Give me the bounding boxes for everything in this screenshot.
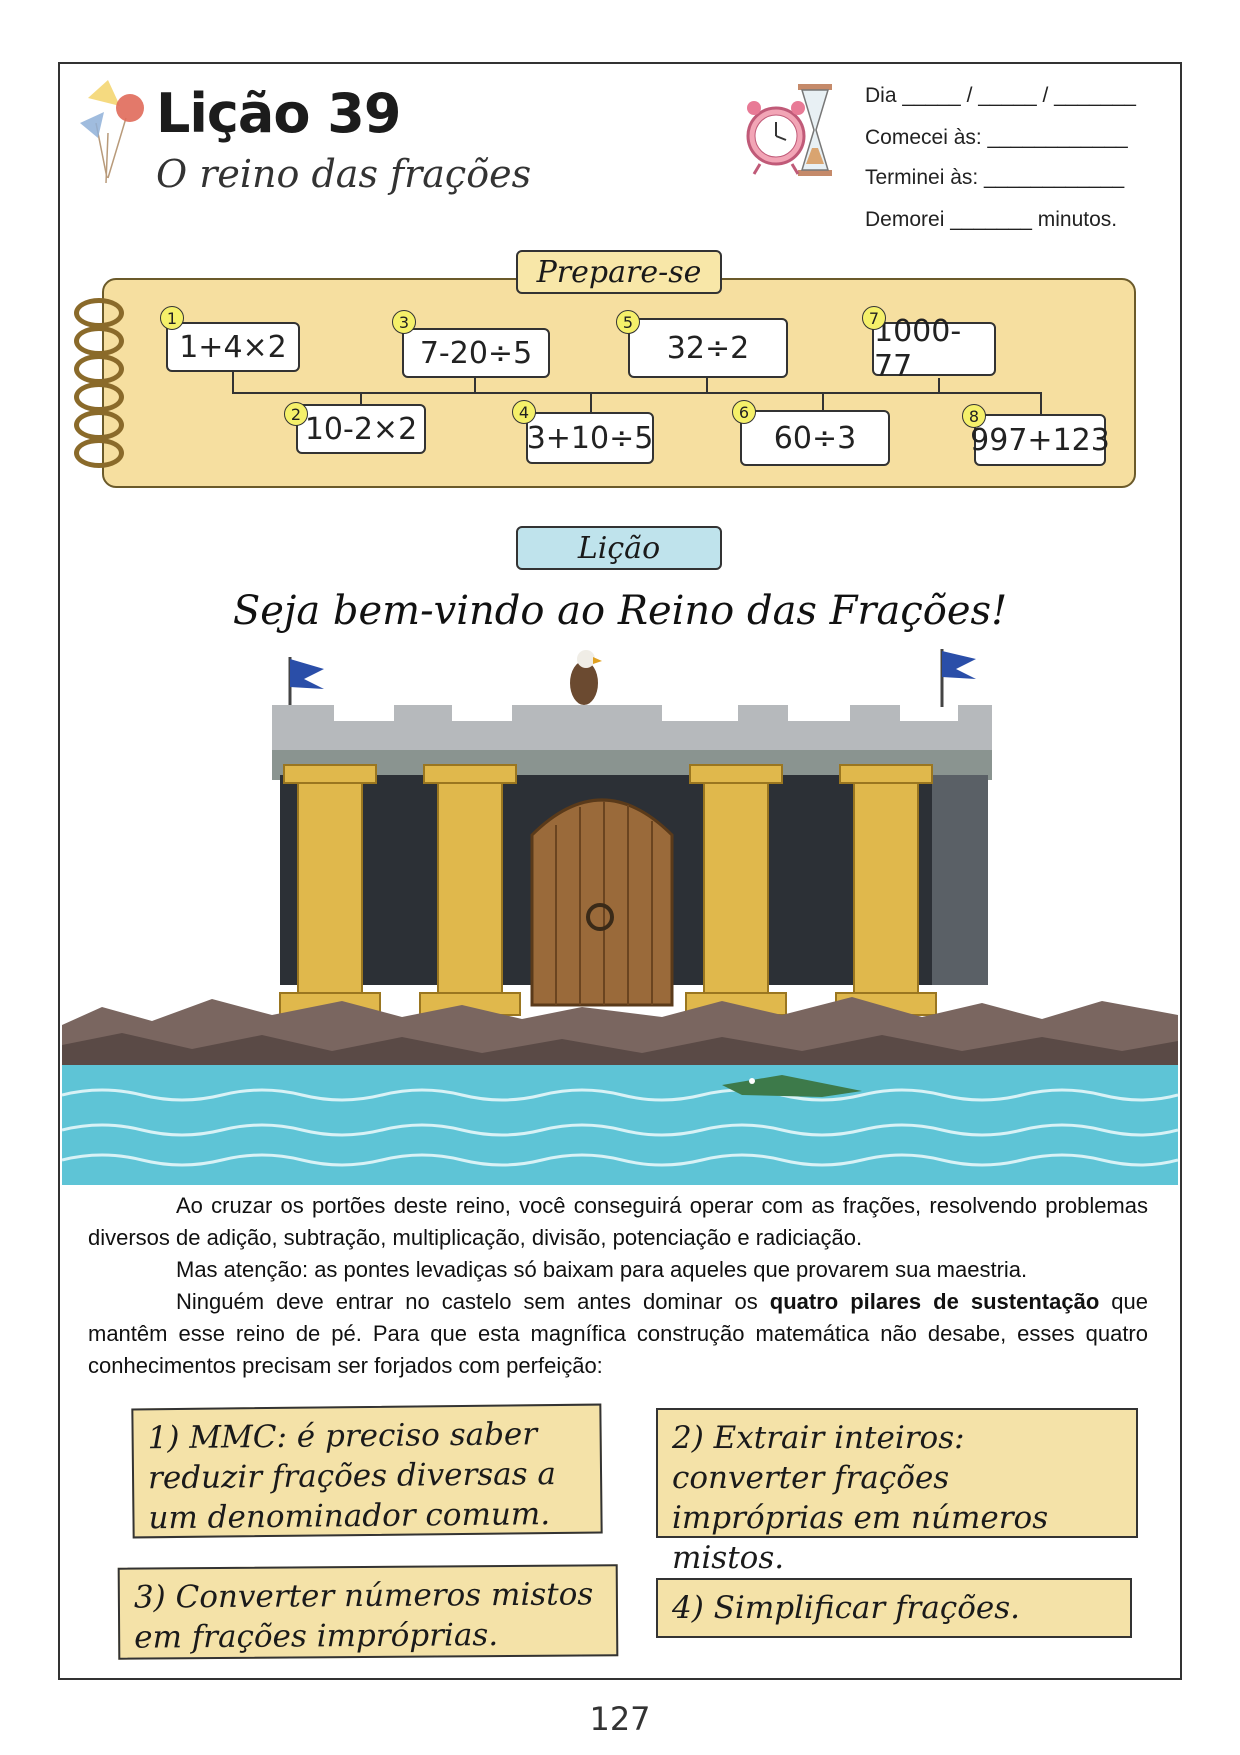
- paragraph: Ninguém deve entrar no castelo sem antes…: [88, 1286, 1148, 1382]
- prepare-heading: Prepare-se: [516, 250, 722, 294]
- question-number: 4: [512, 400, 536, 424]
- lesson-title: Lição 39: [156, 82, 401, 145]
- lesson-heading: Lição: [516, 526, 722, 570]
- spiral-coil: [74, 326, 124, 356]
- spiral-coil: [74, 438, 124, 468]
- spiral-coil: [74, 410, 124, 440]
- question-box: 32÷2: [628, 318, 788, 378]
- connector-line: [360, 392, 362, 406]
- question-number: 5: [616, 310, 640, 334]
- question-box: 3+10÷5: [526, 412, 654, 464]
- question-number: 2: [284, 402, 308, 426]
- question-number: 7: [862, 306, 886, 330]
- castle-illustration: [62, 649, 1178, 1185]
- balloons-icon: [80, 80, 144, 184]
- page-number: 127: [589, 1700, 651, 1738]
- paragraph: Ao cruzar os portões deste reino, você c…: [88, 1193, 1148, 1250]
- date-field[interactable]: Dia _____ / _____ / _______: [865, 84, 1136, 107]
- paragraph-text: que mantêm esse reino de pé. Para que es…: [88, 1289, 1148, 1378]
- start-time-field[interactable]: Comecei às: ____________: [865, 126, 1128, 149]
- connector-line: [822, 392, 824, 410]
- spiral-coil: [74, 382, 124, 412]
- connector-line: [232, 370, 234, 392]
- question-number: 6: [732, 400, 756, 424]
- spiral-coil: [74, 298, 124, 328]
- spiral-coil: [74, 354, 124, 384]
- question-box: 7-20÷5: [402, 328, 550, 378]
- duration-field[interactable]: Demorei _______ minutos.: [865, 208, 1118, 231]
- paragraph: Mas atenção: as pontes levadiças só baix…: [176, 1257, 1028, 1282]
- question-box: 1+4×2: [166, 322, 300, 372]
- question-box: 997+123: [970, 414, 1110, 466]
- pillar-card-4: 4) Simplificar frações.: [656, 1578, 1132, 1638]
- question-box: 1000-77: [872, 314, 996, 384]
- emphasis-text: quatro pilares de sustentação: [769, 1289, 1100, 1314]
- pillar-card-1: 1) MMC: é preciso saber reduzir frações …: [131, 1403, 603, 1539]
- paragraph-text: Ninguém deve entrar no castelo sem antes…: [176, 1289, 770, 1314]
- connector-line: [232, 392, 1042, 394]
- lesson-subtitle: O reino das frações: [156, 152, 532, 196]
- connector-line: [590, 392, 592, 412]
- page-frame: [58, 62, 1182, 1680]
- question-number: 1: [160, 306, 184, 330]
- question-box: 10-2×2: [296, 404, 426, 454]
- connector-line: [1040, 392, 1042, 414]
- clock-hourglass-icon: [746, 84, 832, 176]
- connector-line: [706, 378, 708, 392]
- connector-line: [474, 376, 476, 392]
- connector-line: [938, 378, 940, 392]
- lesson-text: Ao cruzar os portões deste reino, você c…: [88, 1190, 1148, 1382]
- welcome-title: Seja bem-vindo ao Reino das Frações!: [232, 588, 1008, 634]
- question-number: 8: [962, 404, 986, 428]
- end-time-field[interactable]: Terminei às: ____________: [865, 166, 1125, 189]
- pillar-card-2: 2) Extrair inteiros: converter frações i…: [656, 1408, 1138, 1576]
- question-box: 60÷3: [740, 410, 890, 466]
- pillar-card-3: 3) Converter números mistos em frações i…: [117, 1564, 619, 1660]
- question-number: 3: [392, 310, 416, 334]
